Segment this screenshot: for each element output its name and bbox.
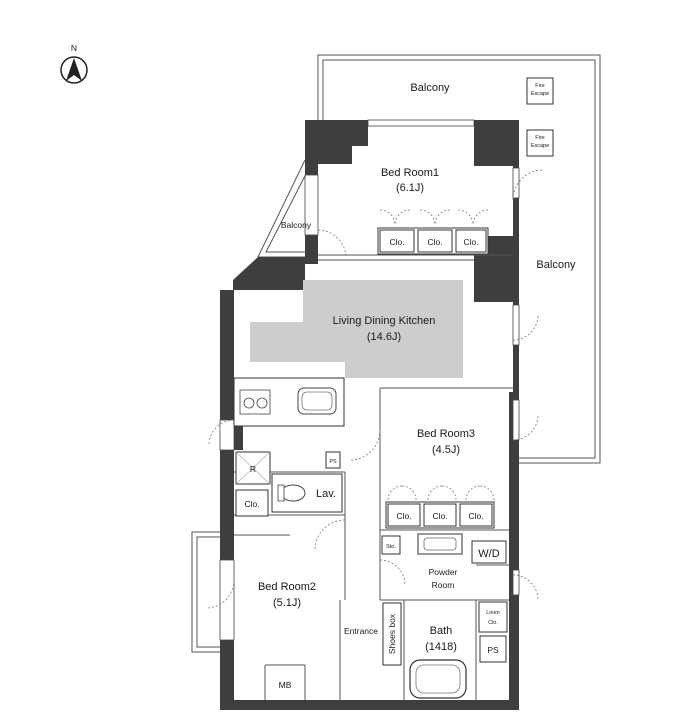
bedroom3-closet-3-label: Clo.	[468, 511, 483, 521]
bedroom1-closets: Clo. Clo. Clo.	[377, 227, 489, 255]
balcony-outline	[317, 54, 601, 464]
bedroom1-name: Bed Room1	[381, 167, 439, 179]
door-swings	[205, 169, 544, 609]
room-labels: Balcony Balcony Balcony Bed Room1 (6.1J)…	[258, 82, 576, 690]
bedroom3-closets: Clo. Clo. Clo.	[385, 501, 495, 529]
balcony-small-outline	[257, 159, 312, 258]
balcony-top-label: Balcony	[410, 82, 450, 94]
refrigerator: R	[235, 451, 271, 485]
refrigerator-label: R	[250, 464, 256, 474]
ldk-name: Living Dining Kitchen	[333, 315, 436, 327]
fire-escape-1-line2: Escape	[531, 91, 549, 97]
linen-label-line2: Clo.	[488, 620, 498, 626]
hall-closet-label: Clo.	[244, 499, 259, 509]
ps-label: PS	[487, 645, 499, 655]
lav-room: Lav.	[271, 473, 343, 513]
ldk-floor-area	[250, 280, 463, 378]
ldk-size: (14.6J)	[367, 331, 401, 343]
north-compass: N	[60, 43, 88, 84]
bedroom1-closet-1-label: Clo.	[389, 237, 404, 247]
kitchen-fixtures	[233, 377, 345, 427]
powder-room-line2: Room	[432, 580, 455, 590]
bedroom1-closet-3-label: Clo.	[463, 237, 478, 247]
partitions	[234, 254, 513, 700]
compass-label: N	[71, 43, 77, 53]
ps-small-label: PS	[329, 459, 337, 465]
powder-room-line1: Powder	[429, 567, 458, 577]
windows	[219, 119, 520, 641]
lav-label: Lav.	[316, 488, 336, 500]
fire-escape-2-line1: Fire	[535, 135, 544, 141]
linen-label-line1: Linen	[486, 610, 499, 616]
walls	[220, 120, 519, 710]
bedroom1-closet-2-label: Clo.	[427, 237, 442, 247]
shoes-box: Shoes box	[382, 602, 402, 666]
ps-small: PS	[325, 451, 341, 469]
linen-closet: Linen Clo.	[478, 601, 508, 633]
fire-escape-1: Fire Escape	[526, 77, 554, 105]
bath-name: Bath	[430, 625, 453, 637]
fire-escape-2: Fire Escape	[526, 129, 554, 157]
powder-room-fixtures: Sto. W/D	[381, 533, 507, 564]
storage-label: Sto.	[386, 544, 396, 550]
bedroom3-name: Bed Room3	[417, 428, 475, 440]
bedroom2-size: (5.1J)	[273, 597, 301, 609]
balcony-right-label: Balcony	[536, 259, 576, 271]
fire-escape-1-line1: Fire	[535, 83, 544, 89]
bedroom2-side-balcony	[191, 531, 220, 653]
bath-size: (1418)	[425, 641, 457, 653]
bathtub	[409, 659, 467, 699]
bedroom3-closet-1-label: Clo.	[396, 511, 411, 521]
fire-escape-2-line2: Escape	[531, 143, 549, 149]
bedroom1-size: (6.1J)	[396, 182, 424, 194]
entrance-label: Entrance	[344, 626, 378, 636]
bedroom3-size: (4.5J)	[432, 444, 460, 456]
bedroom3-closet-2-label: Clo.	[432, 511, 447, 521]
ps-box: PS	[479, 635, 507, 663]
hall-closet: Clo.	[235, 489, 269, 517]
washer-dryer-label: W/D	[478, 548, 499, 560]
balcony-small-label: Balcony	[281, 220, 312, 230]
shoes-box-label: Shoes box	[387, 613, 397, 654]
mb-label: MB	[279, 680, 292, 690]
bedroom2-name: Bed Room2	[258, 581, 316, 593]
